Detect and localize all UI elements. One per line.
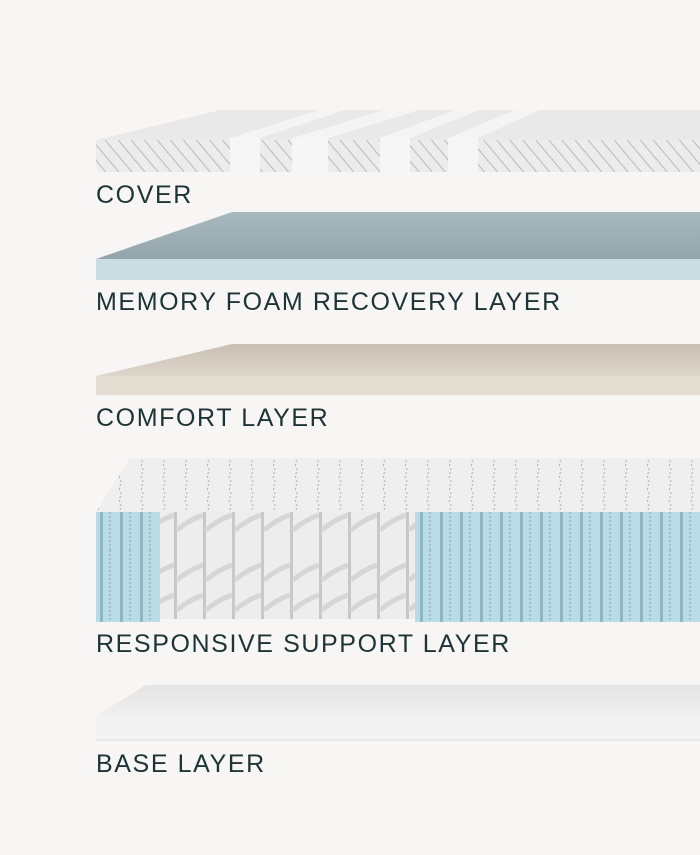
comfort-layer-label: COMFORT LAYER	[96, 404, 330, 432]
comfort-layer	[96, 344, 700, 395]
memory-foam-label: MEMORY FOAM RECOVERY LAYER	[96, 288, 562, 316]
base-layer	[96, 685, 700, 741]
responsive-support-layer	[96, 458, 700, 622]
base-layer-label: BASE LAYER	[96, 750, 266, 778]
support-layer-label: RESPONSIVE SUPPORT LAYER	[96, 630, 511, 658]
cover-label: COVER	[96, 181, 193, 209]
memory-foam-layer	[96, 212, 700, 280]
cover-layer	[96, 110, 700, 172]
